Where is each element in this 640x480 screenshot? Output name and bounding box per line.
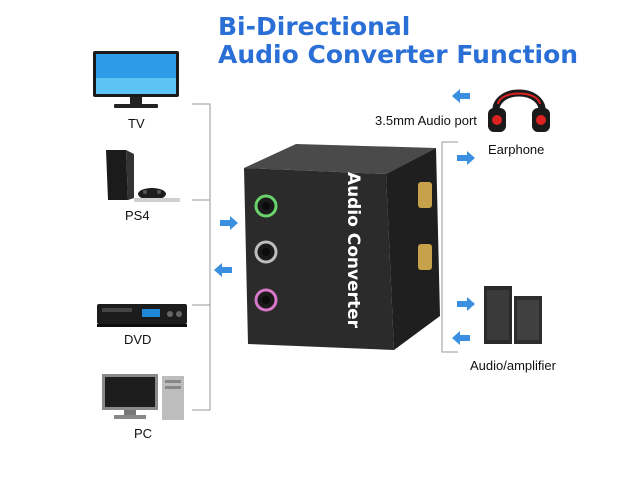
earphone-label: Earphone bbox=[488, 142, 545, 157]
audio-port-label: 3.5mm Audio port bbox=[375, 113, 477, 128]
dvd-player-icon bbox=[97, 304, 187, 327]
title-line-1: Bi-Directional bbox=[218, 12, 411, 41]
arrow-left-icon bbox=[452, 331, 470, 345]
tv-label: TV bbox=[128, 116, 145, 131]
ps4-label: PS4 bbox=[125, 208, 150, 223]
arrow-left-icon bbox=[452, 89, 470, 103]
arrow-right-icon bbox=[457, 151, 475, 165]
ps4-console-icon bbox=[106, 150, 180, 202]
amplifier-label: Audio/amplifier bbox=[470, 358, 556, 373]
tv-icon bbox=[93, 51, 179, 108]
dvd-label: DVD bbox=[124, 332, 152, 347]
headphone-icon bbox=[488, 89, 550, 132]
speaker-icon bbox=[484, 286, 542, 344]
left-connector-lines bbox=[192, 103, 211, 411]
arrow-left-icon bbox=[214, 263, 232, 277]
title-line-2: Audio Converter Function bbox=[218, 40, 579, 69]
right-connector-lines bbox=[441, 141, 458, 353]
pc-icon bbox=[102, 374, 184, 420]
arrow-right-icon bbox=[220, 216, 238, 230]
pc-label: PC bbox=[134, 426, 153, 441]
arrow-right-icon bbox=[457, 297, 475, 311]
device-text: Audio Converter bbox=[343, 171, 363, 329]
audio-converter-device bbox=[244, 144, 440, 350]
